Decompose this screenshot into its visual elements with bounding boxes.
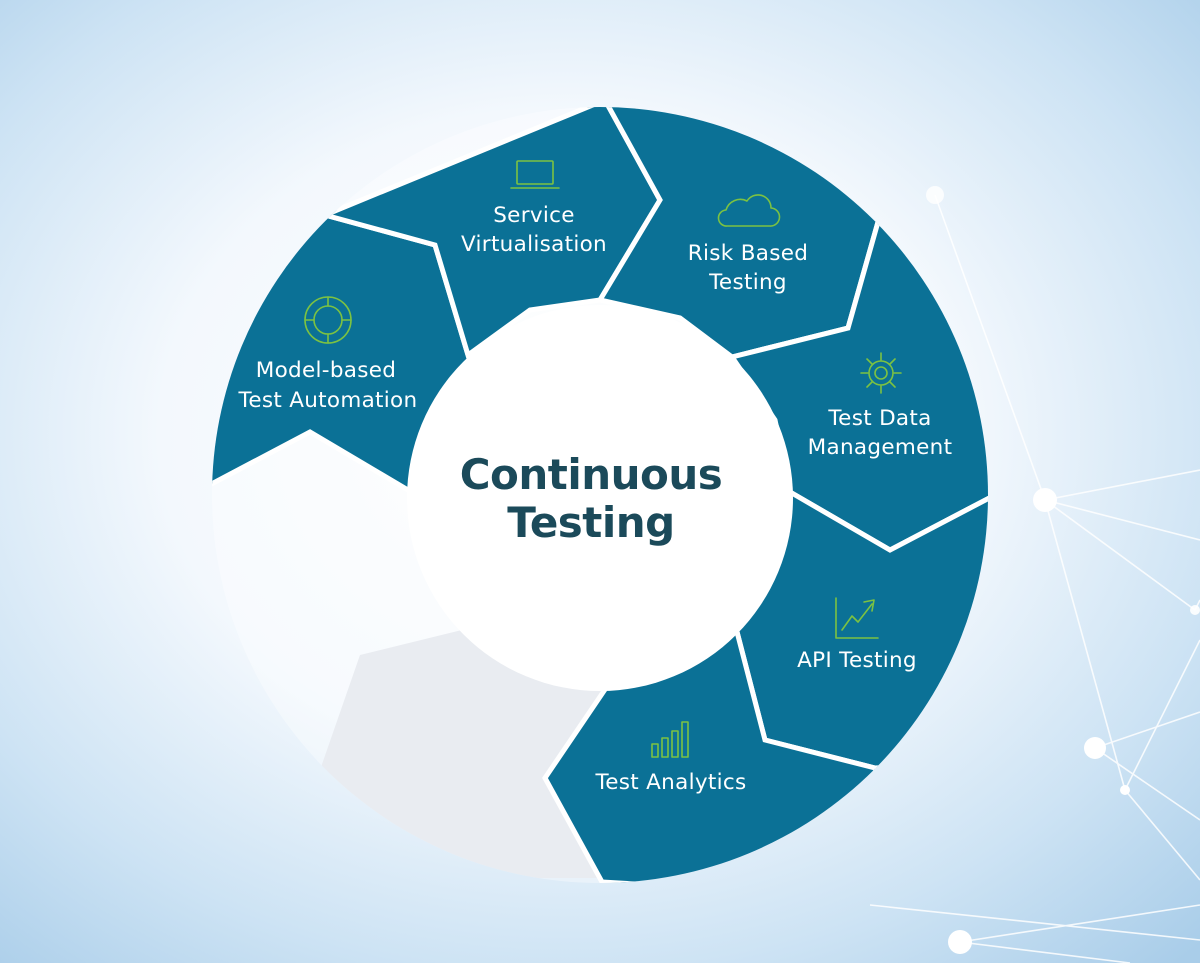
gear-icon: [860, 352, 902, 394]
segment-api-testing-label: API Testing: [797, 648, 917, 673]
segment-risk-based-label-line1: Risk Based: [688, 241, 808, 266]
center-title-line2: Testing: [507, 498, 675, 547]
center-circle: [407, 305, 793, 691]
network-decoration: [869, 194, 1200, 963]
segment-test-data-label-line2: Management: [808, 435, 953, 460]
laptop-icon: [510, 160, 560, 189]
bar-chart-icon: [651, 721, 689, 758]
segment-risk-based-label-line2: Testing: [708, 270, 787, 295]
trend-arrow-icon: [835, 597, 879, 639]
donut-ring-icon: [304, 296, 352, 344]
segment-model-based-label-line2: Test Automation: [238, 388, 418, 413]
center-title-line1: Continuous: [460, 450, 723, 499]
segment-test-analytics-label: Test Analytics: [594, 770, 746, 795]
cloud-icon: [717, 194, 781, 227]
segment-service-virtualisation-label-line1: Service: [493, 203, 575, 228]
segment-test-data-label-line1: Test Data: [827, 406, 931, 431]
empty-segment: [320, 628, 610, 878]
segment-model-based-label-line1: Model-based: [256, 358, 397, 383]
segment-service-virtualisation-label-line2: Virtualisation: [461, 232, 607, 257]
network-nodes: [926, 186, 1200, 954]
